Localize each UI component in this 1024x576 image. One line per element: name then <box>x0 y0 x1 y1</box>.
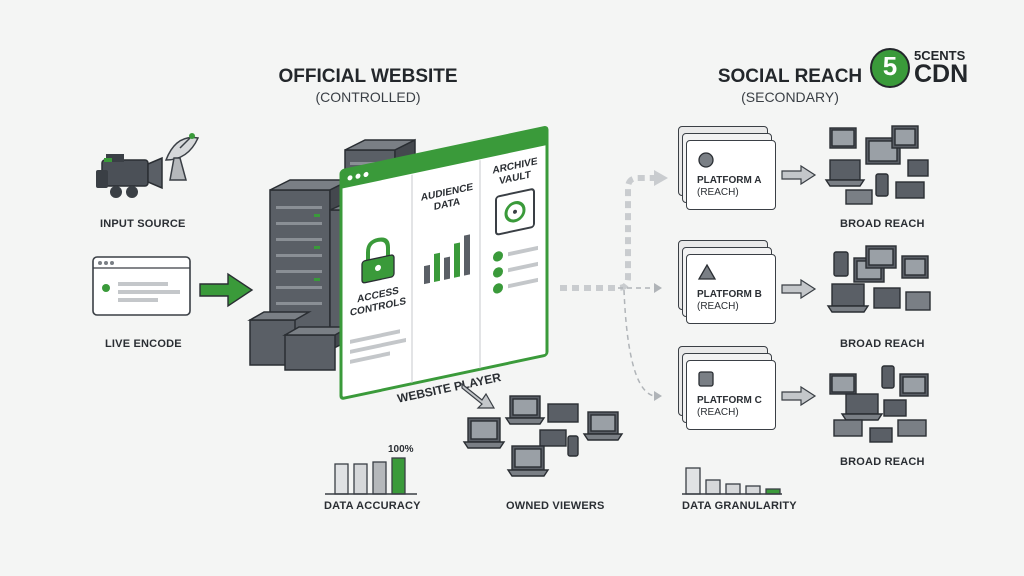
owned-viewers-label: OWNED VIEWERS <box>506 500 605 512</box>
data-granularity-bars-icon <box>682 467 782 495</box>
owned-viewers-devices-icon <box>462 395 624 477</box>
data-accuracy-label: DATA ACCURACY <box>324 500 421 512</box>
arrow-right-icon <box>781 278 817 300</box>
input-source-label: INPUT SOURCE <box>100 218 186 230</box>
platform-b-card[interactable]: PLATFORM B(REACH) <box>686 254 776 324</box>
square-icon <box>698 371 714 387</box>
checklist-icon <box>493 245 538 294</box>
logo-line1: 5CENTS <box>914 48 966 63</box>
broad-reach-label-b: BROAD REACH <box>840 338 925 350</box>
padlock-icon <box>361 237 395 284</box>
social-reach-subtitle: (SECONDARY) <box>741 89 839 105</box>
devices-cluster-icon <box>829 365 929 443</box>
devices-cluster-icon <box>824 125 929 205</box>
text-lines-icon <box>350 329 406 364</box>
camera-icon <box>96 154 163 198</box>
devices-cluster-icon <box>826 245 931 313</box>
broad-reach-label-a: BROAD REACH <box>840 218 925 230</box>
platform-a-card[interactable]: PLATFORM A(REACH) <box>686 140 776 210</box>
data-accuracy-bars-icon <box>325 457 417 495</box>
audience-bar-chart-icon <box>424 234 470 285</box>
arrow-right-icon <box>781 164 817 186</box>
platform-c-tag: (REACH) <box>697 407 739 418</box>
platform-b-tag: (REACH) <box>697 301 739 312</box>
logo-line2: CDN <box>914 60 969 88</box>
vault-safe-icon <box>495 188 535 236</box>
triangle-icon <box>697 263 717 280</box>
live-encode-label: LIVE ENCODE <box>105 338 182 350</box>
live-encode-window <box>92 256 191 316</box>
platform-a-name: PLATFORM A <box>697 175 762 186</box>
platform-a-tag: (REACH) <box>697 187 739 198</box>
official-website-subtitle: (CONTROLLED) <box>315 89 421 105</box>
platform-c-name: PLATFORM C <box>697 395 762 406</box>
website-player-panel: ACCESS CONTROLS AUDIENCE DATA ARCHIVE VA… <box>339 125 550 410</box>
platform-c-card[interactable]: PLATFORM C(REACH) <box>686 360 776 430</box>
official-website-title: OFFICIAL WEBSITE <box>278 66 458 87</box>
data-accuracy-value: 100% <box>388 444 414 455</box>
broad-reach-label-c: BROAD REACH <box>840 456 925 468</box>
social-reach-title: SOCIAL REACH <box>717 66 863 87</box>
brand-logo: 5 5CENTS CDN <box>870 46 980 90</box>
logo-mark-icon <box>870 48 910 88</box>
arrow-down-right-icon <box>461 382 496 409</box>
circle-icon <box>698 152 714 168</box>
data-granularity-label: DATA GRANULARITY <box>682 500 797 512</box>
satellite-dish-icon <box>164 133 200 181</box>
green-arrow-icon <box>199 272 254 308</box>
arrow-right-icon <box>781 385 817 407</box>
platform-b-name: PLATFORM B <box>697 289 762 300</box>
distribution-connectors <box>560 170 668 401</box>
logo-mark-digit: 5 <box>882 51 898 81</box>
